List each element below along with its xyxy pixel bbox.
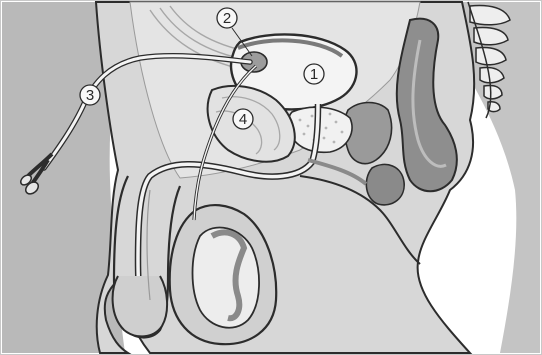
testis xyxy=(193,227,260,327)
callout-4-label: 4 xyxy=(239,111,247,128)
callout-2: 2 xyxy=(217,8,237,28)
callout-1-label: 1 xyxy=(310,66,318,83)
callout-3-label: 3 xyxy=(86,87,94,104)
callout-1: 1 xyxy=(304,64,324,84)
callout-3: 3 xyxy=(80,85,100,105)
glans xyxy=(113,276,167,336)
callout-2-label: 2 xyxy=(223,10,231,27)
callout-4: 4 xyxy=(233,109,253,129)
rectal-lobe xyxy=(366,164,404,204)
